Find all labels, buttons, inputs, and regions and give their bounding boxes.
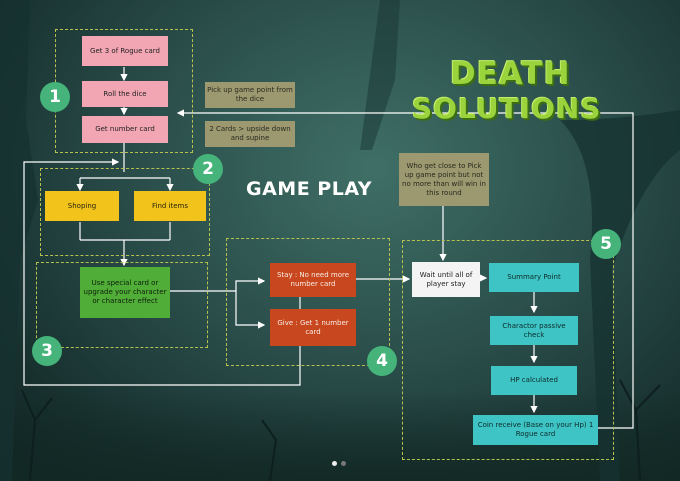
page-dot-2[interactable]: [341, 461, 346, 466]
use-special-card-box: Use special card or upgrade your charact…: [80, 267, 170, 318]
give-box: Give : Get 1 number card: [270, 309, 356, 346]
section-5-frame: [402, 240, 614, 460]
page-dot-1[interactable]: [332, 461, 337, 466]
shopping-box: Shoping: [45, 191, 119, 221]
step-4-badge: 4: [367, 346, 397, 376]
logo-line-death: DEATH: [450, 56, 571, 92]
get-rogue-card-box: Get 3 of Rogue card: [82, 36, 168, 66]
step-3-badge: 3: [32, 336, 62, 366]
step-2-badge: 2: [193, 154, 223, 184]
wait-players-box: Wait until all of player stay: [412, 262, 480, 297]
pagination-dots[interactable]: [332, 461, 346, 466]
charactor-check-box: Charactor passive check: [490, 316, 578, 345]
hp-calculated-box: HP calculated: [491, 366, 577, 395]
section-3-frame: [36, 262, 208, 348]
section-4-frame: [226, 238, 390, 366]
stay-box: Stay : No need more number card: [270, 263, 356, 297]
win-condition-note: Who get close to Pick up game point but …: [399, 153, 489, 206]
coin-receive-box: Coin receive (Base on your Hp) 1 Rogue c…: [473, 415, 598, 445]
step-5-badge: 5: [591, 229, 621, 259]
section-2-frame: [40, 168, 210, 256]
roll-dice-box: Roll the dice: [82, 81, 168, 107]
branch-silhouettes: [21, 379, 661, 481]
logo-line-solutions: SOLUTIONS: [412, 92, 602, 125]
get-number-card-box: Get number card: [82, 116, 168, 143]
cards-orientation-note: 2 Cards > upside down and supine: [205, 121, 295, 147]
step-1-badge: 1: [40, 82, 70, 112]
pickup-point-note: Pick up game point from the dice: [205, 82, 295, 108]
summary-point-box: Summary Point: [489, 263, 579, 292]
page-title: GAME PLAY: [246, 178, 372, 200]
find-items-box: Find items: [134, 191, 206, 221]
